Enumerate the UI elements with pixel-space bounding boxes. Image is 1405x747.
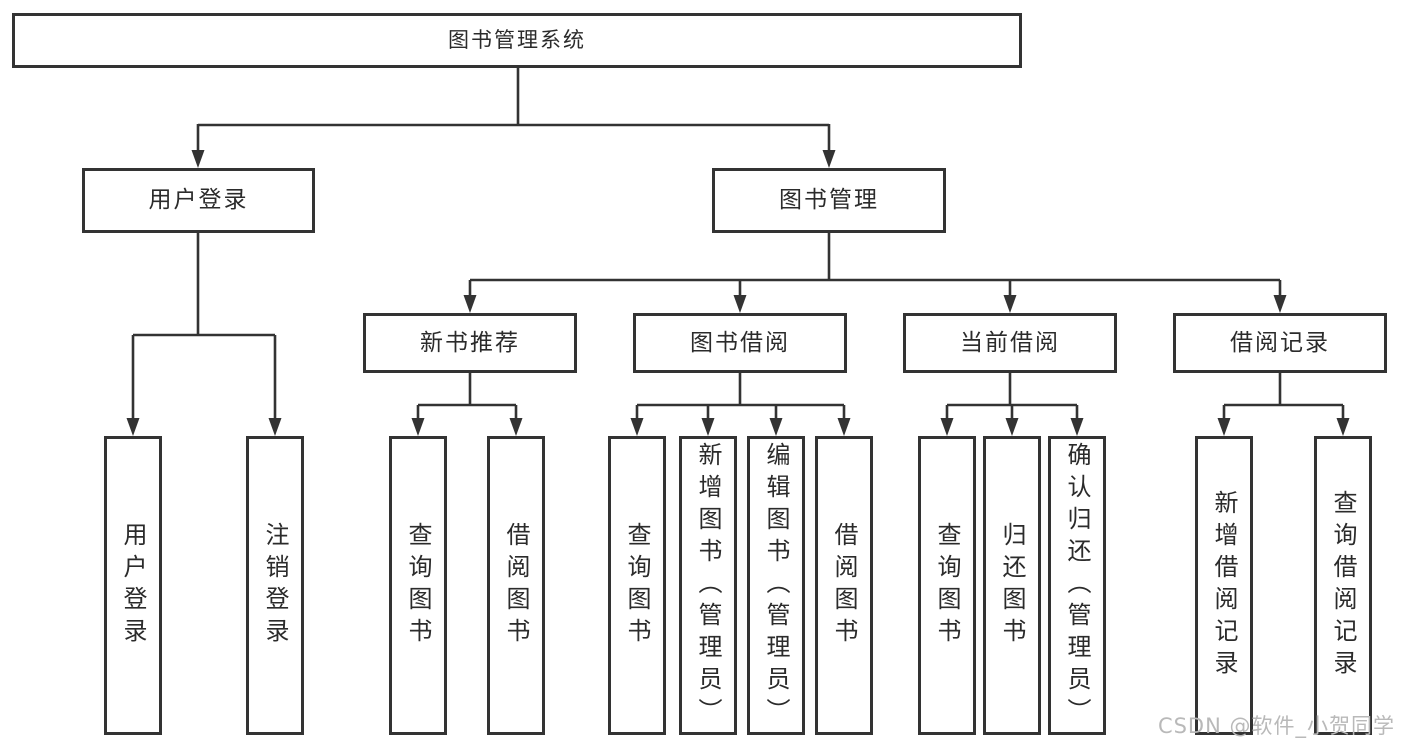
connector-new-book-recommendation-to-leaves — [411, 373, 523, 436]
node-new-book-recommendation: 新书推荐 — [363, 313, 577, 373]
node-library-management-system: 图书管理系统 — [12, 13, 1022, 68]
leaf-add-borrow-record: 新增借阅记录 — [1195, 436, 1253, 735]
leaf-query-books-borrowing: 查询图书 — [608, 436, 666, 735]
leaf-add-borrow-record-label: 新增借阅记录 — [1210, 489, 1238, 682]
leaf-query-books-current-label: 查询图书 — [933, 521, 961, 650]
node-book-management: 图书管理 — [712, 168, 946, 233]
node-current-borrowing-label: 当前借阅 — [960, 329, 1060, 356]
connector-user-login-to-leaves — [126, 233, 282, 436]
leaf-confirm-return-admin-label: 确认归还（管理员） — [1063, 441, 1091, 730]
node-current-borrowing: 当前借阅 — [903, 313, 1117, 373]
leaf-query-borrow-record-label: 查询借阅记录 — [1329, 489, 1357, 682]
leaf-user-login-label: 用户登录 — [119, 521, 147, 650]
leaf-query-books-recommend: 查询图书 — [389, 436, 447, 735]
leaf-return-books: 归还图书 — [983, 436, 1041, 735]
node-user-login: 用户登录 — [82, 168, 315, 233]
node-new-book-recommendation-label: 新书推荐 — [420, 329, 520, 356]
node-book-management-label: 图书管理 — [779, 187, 879, 214]
node-book-borrowing-label: 图书借阅 — [690, 329, 790, 356]
leaf-return-books-label: 归还图书 — [998, 521, 1026, 650]
leaf-query-books-borrowing-label: 查询图书 — [623, 521, 651, 650]
node-borrowing-records: 借阅记录 — [1173, 313, 1387, 373]
leaf-user-login: 用户登录 — [104, 436, 162, 735]
node-library-management-system-label: 图书管理系统 — [448, 28, 586, 53]
node-borrowing-records-label: 借阅记录 — [1230, 329, 1330, 356]
connector-root-to-level2 — [191, 68, 836, 168]
leaf-add-book-admin-label: 新增图书（管理员） — [694, 441, 722, 730]
node-book-borrowing: 图书借阅 — [633, 313, 847, 373]
csdn-watermark: CSDN @软件_小贺同学 — [1157, 714, 1395, 738]
leaf-query-borrow-record: 查询借阅记录 — [1314, 436, 1372, 735]
connector-current-borrowing-to-leaves — [940, 373, 1084, 436]
connector-borrowing-records-to-leaves — [1217, 373, 1350, 436]
leaf-confirm-return-admin: 确认归还（管理员） — [1048, 436, 1106, 735]
leaf-query-books-recommend-label: 查询图书 — [404, 521, 432, 650]
node-user-login-label: 用户登录 — [148, 187, 249, 214]
leaf-logout-label: 注销登录 — [261, 521, 289, 650]
leaf-borrow-books-recommend-label: 借阅图书 — [502, 521, 530, 650]
leaf-edit-book-admin-label: 编辑图书（管理员） — [762, 441, 790, 730]
leaf-borrow-books-borrowing: 借阅图书 — [815, 436, 873, 735]
leaf-borrow-books-recommend: 借阅图书 — [487, 436, 545, 735]
leaf-add-book-admin: 新增图书（管理员） — [679, 436, 737, 735]
leaf-borrow-books-borrowing-label: 借阅图书 — [830, 521, 858, 650]
leaf-edit-book-admin: 编辑图书（管理员） — [747, 436, 805, 735]
connector-book-management-to-groups — [463, 233, 1287, 313]
leaf-query-books-current: 查询图书 — [918, 436, 976, 735]
leaf-logout: 注销登录 — [246, 436, 304, 735]
connector-book-borrowing-to-leaves — [630, 373, 851, 436]
